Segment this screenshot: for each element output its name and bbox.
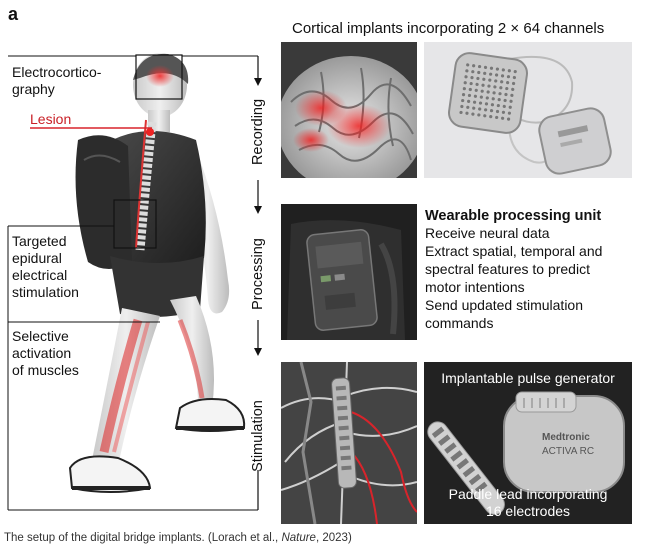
pulse-generator-photo: Medtronic ACTIVA RC Implantable pulse ge… bbox=[424, 362, 632, 524]
stimulation-highlight-box bbox=[113, 199, 157, 249]
wearable-unit-line: motor intentions bbox=[425, 279, 525, 295]
wearable-unit-line: Receive neural data bbox=[425, 225, 550, 241]
ipg-model-text: ACTIVA RC bbox=[542, 446, 595, 457]
muscle-activation-label: Selective activation of muscles bbox=[12, 328, 79, 378]
ipg-title: Implantable pulse generator bbox=[441, 370, 615, 386]
paddle-lead-description: Paddle lead incorporating 16 electrodes bbox=[448, 486, 608, 519]
recording-label: Recording bbox=[250, 98, 266, 166]
caption-journal: Nature bbox=[281, 532, 316, 544]
walking-person-illustration bbox=[68, 53, 246, 493]
front-shoe bbox=[68, 455, 152, 493]
arrow-down-icon bbox=[254, 206, 262, 214]
wearable-unit-description: Wearable processing unit Receive neural … bbox=[425, 208, 640, 332]
annotation-overlay bbox=[7, 54, 258, 511]
stimulation-label: Stimulation bbox=[250, 400, 266, 472]
wearable-unit-line: Extract spatial, temporal and bbox=[425, 243, 603, 259]
arrow-down-icon bbox=[254, 78, 262, 86]
cortical-implant-devices-photo bbox=[424, 42, 632, 178]
epidural-stimulation-label: Targeted epidural electrical stimulation bbox=[12, 233, 79, 300]
brain-activity-glow bbox=[146, 65, 174, 87]
caption-prefix: The setup of the digital bridge implants… bbox=[4, 532, 282, 544]
ipg-brand-text: Medtronic bbox=[542, 432, 590, 443]
flow-arrows bbox=[254, 56, 262, 510]
brain-implant-photo bbox=[281, 42, 417, 178]
cortical-implants-title: Cortical implants incorporating 2 × 64 c… bbox=[292, 20, 605, 37]
ecog-label: Electrocortico- graphy bbox=[12, 64, 102, 97]
wearable-processing-unit-photo bbox=[281, 204, 417, 340]
wearable-unit-line: commands bbox=[425, 315, 494, 331]
lesion-site bbox=[146, 128, 154, 136]
rear-shoe bbox=[174, 398, 246, 432]
wearable-unit-line: Send updated stimulation bbox=[425, 297, 583, 313]
wearable-unit-title: Wearable processing unit bbox=[425, 208, 602, 224]
wearable-unit-line: spectral features to predict bbox=[425, 261, 590, 277]
processing-label: Processing bbox=[250, 238, 266, 310]
panel-letter: a bbox=[8, 4, 19, 24]
lesion-label: Lesion bbox=[30, 111, 72, 127]
arrow-down-icon bbox=[254, 348, 262, 356]
ecog-highlight-box bbox=[135, 54, 183, 100]
caption-suffix: , 2023) bbox=[315, 532, 352, 544]
backpack bbox=[75, 135, 132, 269]
spinal-paddle-lead-photo bbox=[281, 362, 417, 524]
figure-caption: The setup of the digital bridge implants… bbox=[4, 532, 352, 544]
